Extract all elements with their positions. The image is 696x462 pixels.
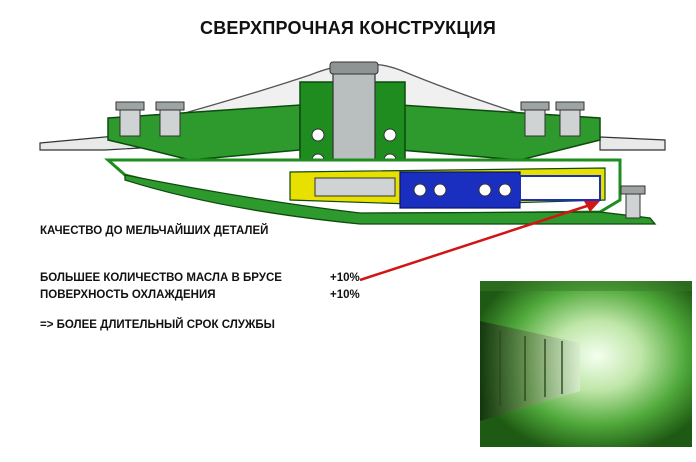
right-bolts: [520, 101, 585, 137]
benefit-cooling-value: +10%: [330, 289, 360, 301]
benefit-oil-value: +10%: [330, 272, 360, 284]
gear-shaft: [314, 177, 396, 197]
pointer-arrow: [359, 203, 591, 282]
end-bolt: [620, 185, 646, 219]
benefit-oil-label: БОЛЬШЕЕ КОЛИЧЕСТВО МАСЛА В БРУСЕ: [40, 272, 282, 284]
benefit-cooling-label: ПОВЕРХНОСТЬ ОХЛАЖДЕНИЯ: [40, 289, 216, 301]
left-bolts: [115, 101, 185, 137]
oil-channel-photo: [480, 281, 692, 447]
skid: [124, 174, 657, 225]
page-title: СВЕРХПРОЧНАЯ КОНСТРУКЦИЯ: [200, 18, 496, 38]
right-blade: [599, 136, 666, 151]
conclusion-text: => БОЛЕЕ ДЛИТЕЛЬНЫЙ СРОК СЛУЖБЫ: [40, 319, 275, 331]
quality-text: КАЧЕСТВО ДО МЕЛЬЧАЙШИХ ДЕТАЛЕЙ: [40, 225, 269, 237]
